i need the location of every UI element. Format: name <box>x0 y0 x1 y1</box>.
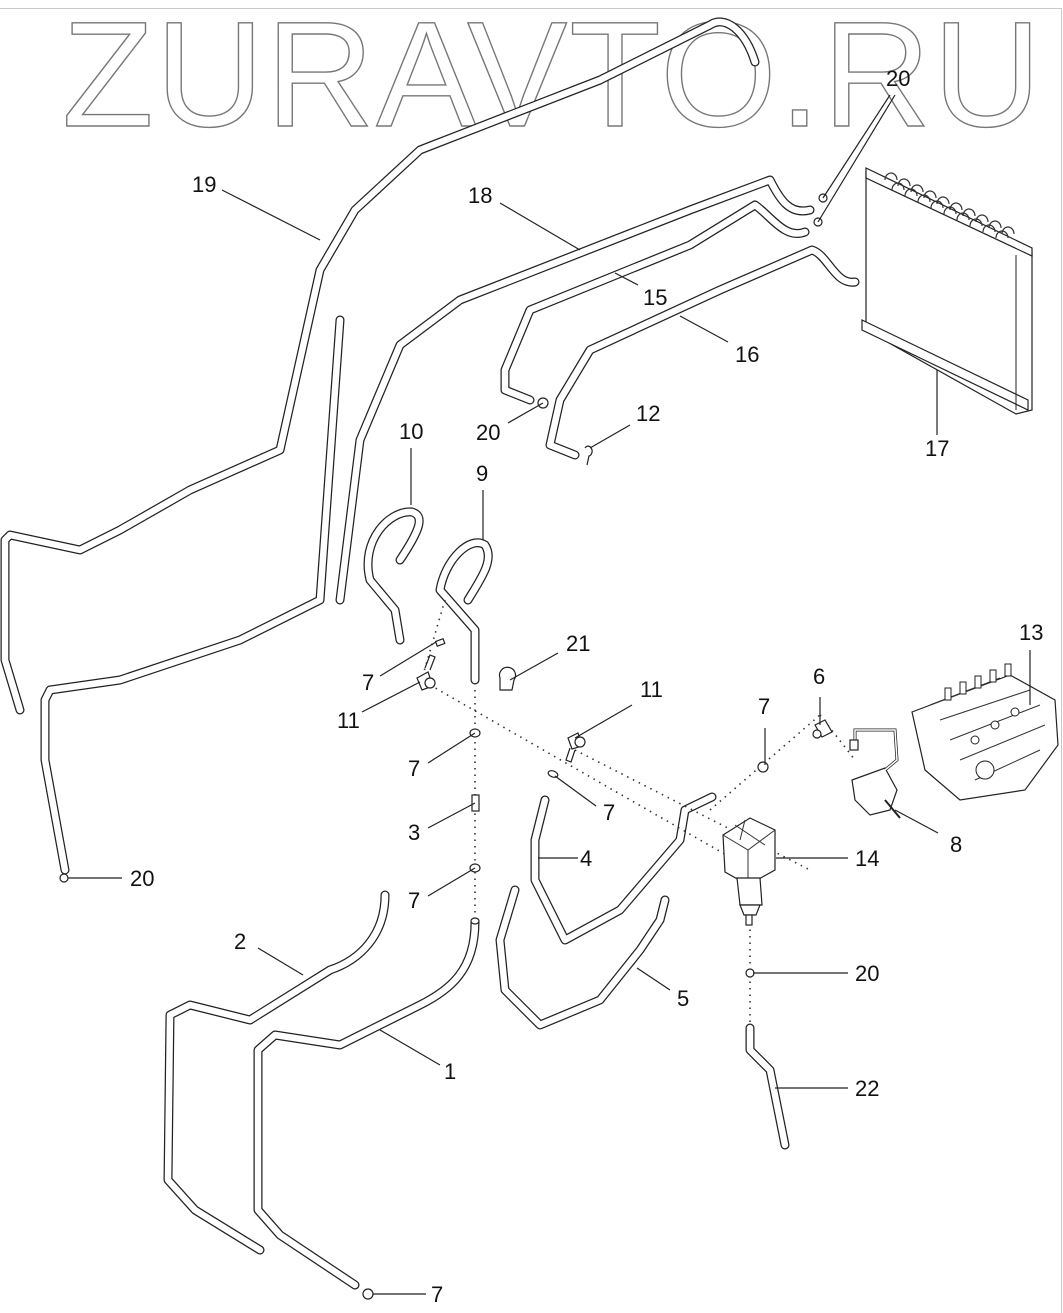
callout-labels: 19 18 15 16 17 20 20 12 10 9 21 7 11 11 … <box>130 66 1043 1307</box>
callout-21[interactable]: 21 <box>566 631 590 656</box>
pump-8[interactable] <box>849 728 901 819</box>
callout-13[interactable]: 13 <box>1019 620 1043 645</box>
washer-7-e[interactable] <box>757 761 769 773</box>
clamp-21[interactable] <box>498 666 517 691</box>
watermark-text: ZURAVTO.RU <box>62 0 1043 158</box>
fitting-20-left[interactable] <box>59 873 69 883</box>
diagram-frame <box>0 8 1062 1313</box>
callout-17[interactable]: 17 <box>925 436 949 461</box>
callout-3[interactable]: 3 <box>408 820 420 845</box>
callout-20-lower[interactable]: 20 <box>855 961 879 986</box>
callout-7-e[interactable]: 7 <box>408 888 420 913</box>
hose-1[interactable] <box>253 917 480 1290</box>
callout-19[interactable]: 19 <box>192 172 216 197</box>
fuel-filter[interactable] <box>722 817 776 926</box>
hose-9[interactable] <box>435 538 493 685</box>
clip-12[interactable] <box>584 445 593 466</box>
callout-7-d[interactable]: 7 <box>603 800 615 825</box>
connector-3[interactable] <box>471 794 480 812</box>
callout-7-a[interactable]: 7 <box>362 670 374 695</box>
callout-5[interactable]: 5 <box>677 986 689 1011</box>
hose-22[interactable] <box>745 1023 790 1150</box>
callout-9[interactable]: 9 <box>476 461 488 486</box>
callout-12[interactable]: 12 <box>636 401 660 426</box>
callout-7-f[interactable]: 7 <box>431 1282 443 1307</box>
callout-1[interactable]: 1 <box>444 1059 456 1084</box>
callout-4[interactable]: 4 <box>580 846 592 871</box>
injection-pump[interactable] <box>911 663 1059 801</box>
hose-5[interactable] <box>495 885 670 1030</box>
assembly-lines <box>419 599 856 1025</box>
callout-14[interactable]: 14 <box>855 846 879 871</box>
hose-15[interactable] <box>500 200 810 405</box>
washer-7-f[interactable] <box>362 1288 374 1300</box>
callout-16[interactable]: 16 <box>735 342 759 367</box>
hose-18[interactable] <box>335 175 815 605</box>
callout-20-left[interactable]: 20 <box>130 866 154 891</box>
hose-19[interactable] <box>0 17 760 875</box>
callout-15[interactable]: 15 <box>643 285 667 310</box>
fittings <box>59 193 833 1300</box>
callout-10[interactable]: 10 <box>399 419 423 444</box>
fitting-20-lower[interactable] <box>745 968 755 978</box>
callout-11-a[interactable]: 11 <box>337 708 360 733</box>
hose-2[interactable] <box>163 890 390 1255</box>
callout-18[interactable]: 18 <box>468 183 492 208</box>
hose-4[interactable] <box>530 792 717 945</box>
callout-2[interactable]: 2 <box>234 929 246 954</box>
callout-20-mid[interactable]: 20 <box>476 420 500 445</box>
condenser[interactable] <box>861 167 1033 415</box>
washer-7-a[interactable] <box>434 637 446 647</box>
hose-10[interactable] <box>363 507 424 645</box>
callout-8[interactable]: 8 <box>950 832 962 857</box>
callout-22[interactable]: 22 <box>855 1076 879 1101</box>
hose-16[interactable] <box>545 245 860 460</box>
callout-6[interactable]: 6 <box>813 664 825 689</box>
callout-11-b[interactable]: 11 <box>640 677 663 702</box>
leader-lines <box>68 94 1031 1295</box>
callout-7-c[interactable]: 7 <box>758 694 770 719</box>
callout-7-b[interactable]: 7 <box>408 756 420 781</box>
callout-20-top[interactable]: 20 <box>886 66 910 91</box>
